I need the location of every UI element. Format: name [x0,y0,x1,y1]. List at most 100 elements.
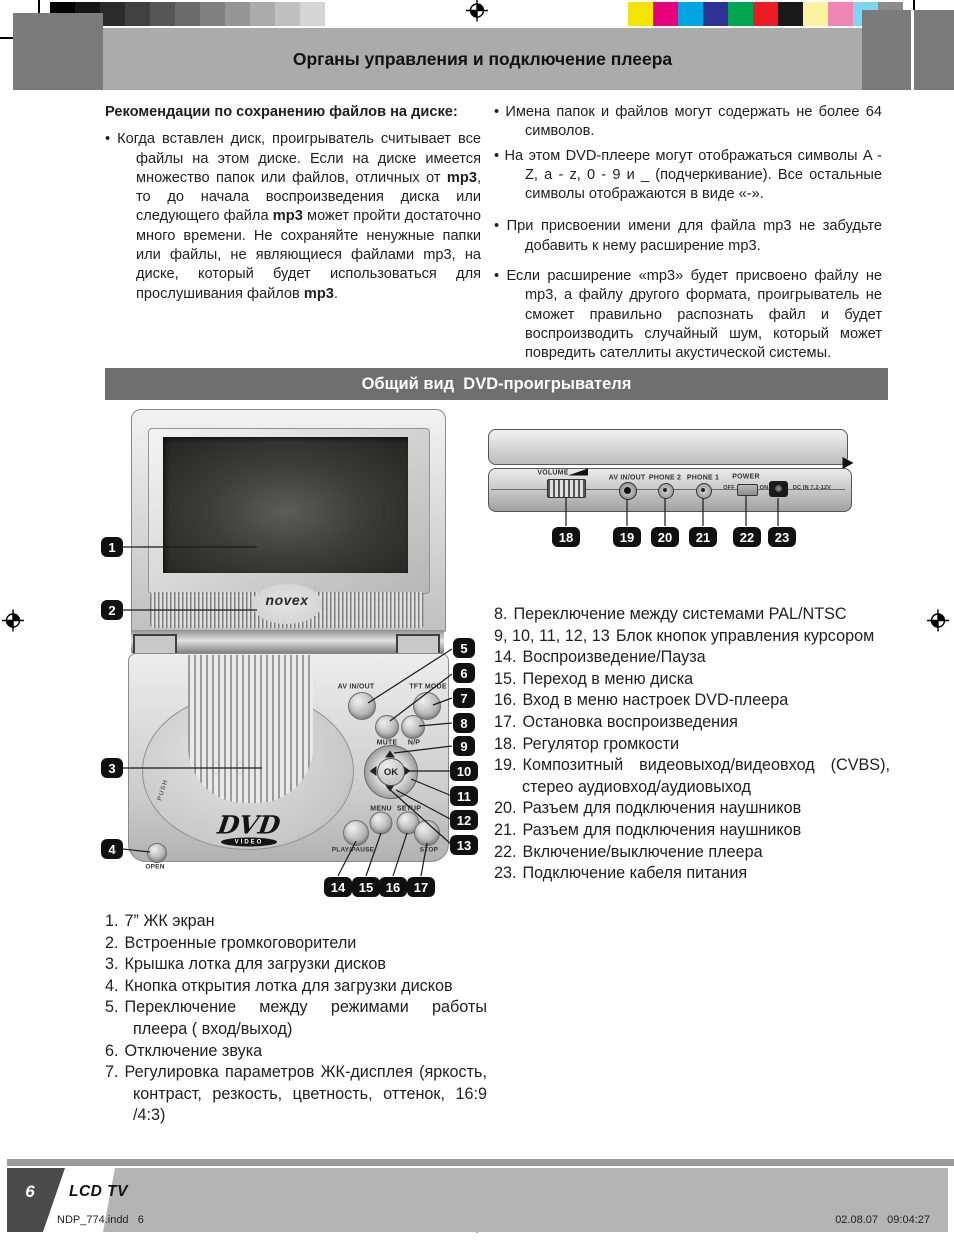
legend-item: 18.Регулятор громкости [494,734,680,753]
color-swatch [200,2,225,26]
callout-14: 14 [324,877,352,897]
callout-6: 6 [453,663,475,683]
legend-item: 2.Встроенные громкоговорители [105,933,357,952]
callout-19: 19 [613,527,641,547]
callout-13: 13 [450,835,478,855]
callout-9: 9 [453,736,475,756]
legend-item: 19.Композитный видеовыход/видеовход (CVB… [494,756,890,796]
ok-button[interactable]: OK [377,758,405,786]
dvd-video-badge: VIDEO [221,837,277,847]
av-in-out-button-label: AV IN/OUT [337,683,375,691]
color-swatch [753,2,778,26]
legend-item: 21.Разъем для подключения наушников [494,820,802,839]
recommendations-heading: Рекомендации по сохранению файлов на дис… [105,104,458,120]
volume-label: VOLUME [537,469,569,477]
hinge-latch-left [133,634,177,655]
right-column: Имена папок и файлов могут содержать не … [494,103,882,370]
header-left-block [13,13,103,90]
power-off-label: OFF [723,485,735,491]
color-swatch [100,2,125,26]
disc-lid-ribs [188,655,313,803]
power-switch[interactable] [737,484,758,496]
callout-16: 16 [379,877,407,897]
callout-23: 23 [768,527,796,547]
footer-brand: LCD TV [69,1183,128,1200]
arrow-up-icon[interactable] [385,750,395,758]
callout-18: 18 [552,527,580,547]
color-swatch [778,2,803,26]
menu-button[interactable] [369,811,393,835]
section-header: Общий вид DVD-проигрывателя [105,368,888,400]
power-label: POWER [732,473,760,481]
legend-item: 14.Воспроизведение/Пауза [494,648,706,667]
color-swatch [325,2,350,26]
legend-item: 3.Крышка лотка для загрузки дисков [105,955,387,974]
color-swatch [628,2,653,26]
hinge-bar [131,630,444,653]
legend-item: 23.Подключение кабеля питания [494,864,748,883]
bullet-item: Когда вставлен диск, проигрыватель считы… [105,130,481,304]
color-swatch [125,2,150,26]
legend-item: 15.Переход в меню диска [494,669,694,688]
header-right-gap [911,10,914,90]
play-pause-button-label: PLAY/PAUSE [331,846,375,854]
side-view-seam-tip [842,457,854,469]
hinge-latch-right [396,634,440,655]
color-swatch [250,2,275,26]
color-swatch [150,2,175,26]
callout-22: 22 [733,527,761,547]
legend-item: 8.Переключение между системами PAL/NTSC [494,605,847,623]
callout-7: 7 [453,688,475,708]
arrow-left-icon[interactable] [369,766,377,776]
mute-button[interactable] [375,715,399,739]
color-swatch [728,2,753,26]
footer-timestamp: 02.08.07 09:04:27 [835,1214,930,1226]
lcd-screen [163,437,408,573]
callout-21: 21 [689,527,717,547]
av-in-out-jack-hole [624,487,631,494]
np-button-label: N/P [407,739,421,747]
legend-right: 8.Переключение между системами PAL/NTSC … [494,604,890,885]
volume-wheel[interactable] [547,479,586,498]
play-pause-button[interactable] [343,820,369,846]
legend-item: 22.Включение/выключение плеера [494,842,763,861]
av-in-out-button[interactable] [348,692,376,720]
color-swatch [175,2,200,26]
registration-mark-icon [466,0,488,27]
color-calibration-bar [628,2,903,26]
side-view-lid [488,429,848,465]
callout-2: 2 [101,600,123,620]
section-title: Общий вид DVD-проигрывателя [361,374,632,393]
stop-button[interactable] [414,820,440,846]
callout-5: 5 [453,638,475,658]
footer-page-number: 6 [25,1182,35,1201]
legend-item: 5.Переключение между режимами работы пле… [105,998,487,1038]
open-button-label: OPEN [145,863,165,871]
np-button[interactable] [401,715,425,739]
dc-in-jack-hole [775,485,782,492]
color-swatch [678,2,703,26]
legend-left: 1.7” ЖК экран 2.Встроенные громкоговорит… [105,911,487,1127]
color-swatch [703,2,728,26]
callout-4: 4 [101,839,123,859]
callout-1: 1 [101,537,123,557]
footer-rule [7,1159,954,1166]
legend-item: 16.Вход в меню настроек DVD-плеера [494,691,789,710]
registration-mark-icon [2,609,24,637]
mute-button-label: MUTE [376,739,398,747]
callout-12: 12 [450,810,478,830]
open-button[interactable] [147,843,167,863]
brand-tab [252,584,322,624]
callout-17: 17 [407,877,435,897]
phone1-jack-hole [701,488,705,492]
callout-11: 11 [450,786,478,806]
color-swatch [828,2,853,26]
bullet-item: При присвоении имени для файла mp3 не за… [494,217,882,256]
footer-imprint: NDP_774.indd 6 [57,1214,144,1226]
tft-mode-button-label: TFT MODE [409,683,447,691]
page-header: Органы управления и подключение плеера [103,28,862,90]
legend-item: 4.Кнопка открытия лотка для загрузки дис… [105,976,453,995]
phone2-jack-hole [663,488,667,492]
color-swatch [300,2,325,26]
av-in-out-jack-label: AV IN/OUT [608,474,646,482]
